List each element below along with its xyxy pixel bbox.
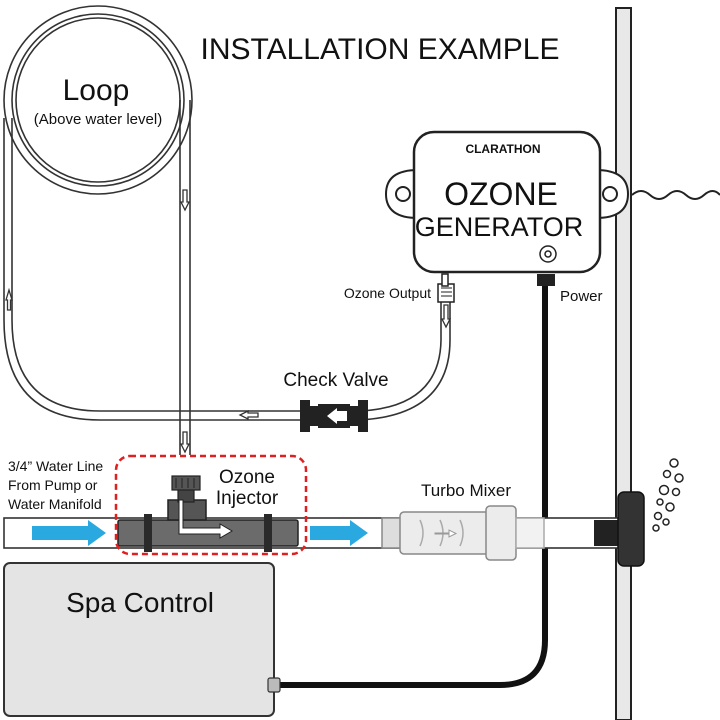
water-line-label-1: 3/4” Water Line — [8, 458, 103, 474]
power-cable — [280, 286, 548, 688]
water-line-label-3: Water Manifold — [8, 496, 102, 512]
right-arrow-icon — [310, 520, 368, 546]
water-line-label-2: From Pump or — [8, 477, 98, 493]
check-valve-label: Check Valve — [283, 370, 388, 391]
loop-tubing — [3, 5, 451, 455]
down-arrow-icon — [179, 189, 191, 212]
water-flow-arrows — [32, 520, 368, 546]
generator-brand: CLARATHON — [465, 142, 540, 156]
down-arrow-icon — [440, 304, 452, 329]
generator-line1: OZONE — [444, 176, 558, 212]
injector-highlight — [114, 454, 308, 556]
loop-sublabel: (Above water level) — [34, 111, 162, 128]
loop-label: Loop — [63, 74, 130, 107]
left-arrow-icon — [238, 409, 259, 421]
spa-wall — [615, 7, 632, 720]
diagram-title: INSTALLATION EXAMPLE — [201, 33, 560, 66]
spa-control — [3, 562, 281, 717]
flow-arrows-small — [5, 189, 452, 454]
jet-fitting — [594, 491, 645, 567]
ozone-generator — [384, 130, 630, 303]
ozone-injector-label-1: Ozone — [219, 467, 275, 488]
water-surface-icon — [631, 190, 720, 200]
spa-control-label: Spa Control — [66, 587, 214, 618]
generator-line2: GENERATOR — [415, 212, 584, 242]
ozone-injector — [117, 475, 299, 552]
check-valve — [300, 400, 368, 432]
up-arrow-icon — [5, 287, 13, 311]
down-arrow-icon — [179, 431, 191, 454]
ozone-output-label: Ozone Output — [344, 285, 431, 301]
bubbles-icon — [652, 458, 684, 532]
ozone-injector-label-2: Injector — [216, 488, 279, 509]
power-label: Power — [560, 288, 603, 305]
turbo-mixer — [381, 505, 545, 561]
right-arrow-icon — [32, 520, 106, 546]
turbo-mixer-label: Turbo Mixer — [421, 481, 511, 500]
